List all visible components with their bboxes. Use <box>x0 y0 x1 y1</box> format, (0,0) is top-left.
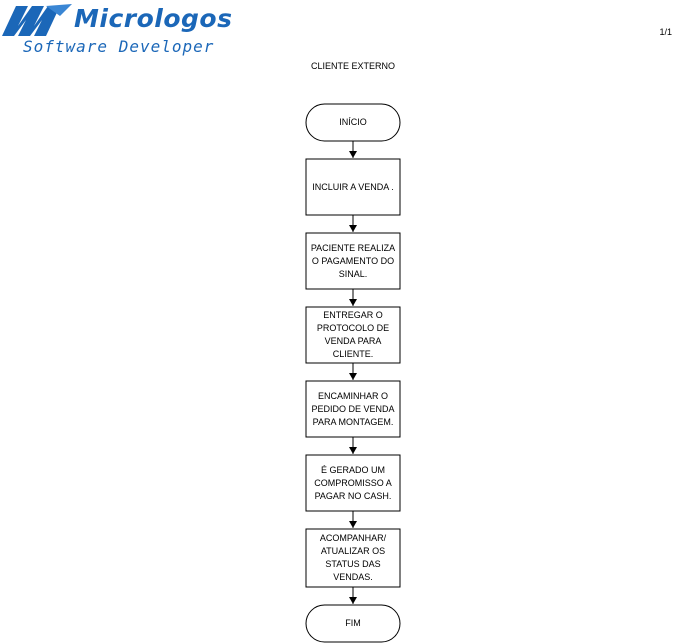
flow-node-incluir-label: INCLUIR A VENDA . <box>312 181 394 192</box>
flow-node-compromisso-shape <box>305 454 401 512</box>
flow-node-montagem-shape <box>305 380 401 438</box>
micrologos-logo-mark-icon <box>2 4 72 36</box>
page-title: CLIENTE EXTERNO <box>310 61 395 71</box>
flow-node-status-shape <box>305 528 401 588</box>
flow-node-sinal-label: PACIENTE REALIZA O PAGAMENTO DO SINAL. <box>310 242 396 279</box>
logo: Micrologos Software Developer <box>2 2 232 60</box>
flow-node-incluir-shape <box>305 158 401 216</box>
page-number: 1/1 <box>659 27 672 37</box>
flow-node-inicio-label: INÍCIO <box>339 117 367 127</box>
flow-node-fim-label: FIM <box>345 618 361 628</box>
logo-name: Micrologos <box>74 4 233 33</box>
flow-node-fim-shape <box>305 604 401 643</box>
flow-node-protocolo-label: ENTREGAR O PROTOCOLO DE VENDA PARA CLIEN… <box>316 310 390 359</box>
flow-node-montagem-label: ENCAMINHAR O PEDIDO DE VENDA PARA MONTAG… <box>311 390 395 427</box>
flow-node-protocolo-shape <box>305 306 401 364</box>
flow-node-status-label: ACOMPANHAR/ ATUALIZAR OS STATUS DAS VEND… <box>319 533 387 582</box>
logo-tagline: Software Developer <box>23 37 215 56</box>
flow-node-compromisso-label: É GERADO UM COMPROMISSO A PAGAR NO CASH. <box>314 464 392 501</box>
